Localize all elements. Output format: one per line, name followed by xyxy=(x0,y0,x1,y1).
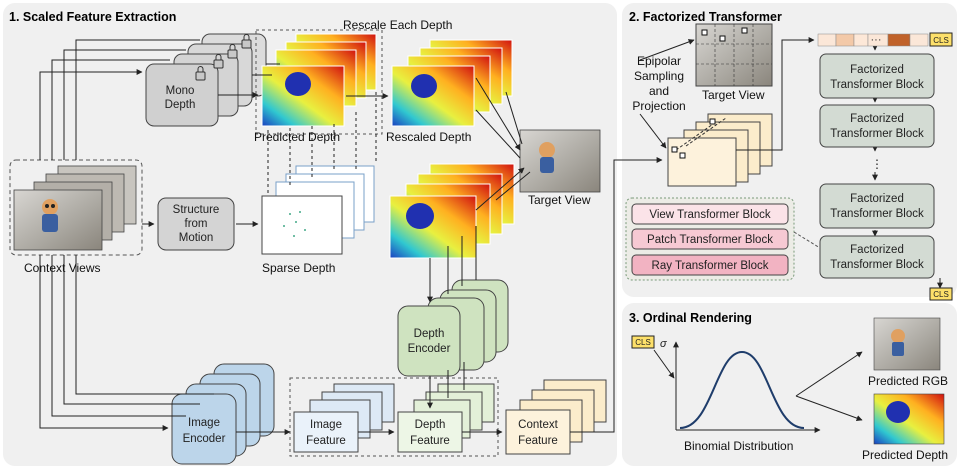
cls-token-ordinal xyxy=(631,335,655,349)
target-view-image xyxy=(519,129,601,193)
section-title-1: 1. Scaled Feature Extraction xyxy=(9,10,176,24)
features-dashed-group xyxy=(289,377,499,457)
svg-text:Patch Transformer Block: Patch Transformer Block xyxy=(647,234,773,246)
context-feature-stack: Context Feature xyxy=(505,379,607,455)
section-title-3: 3. Ordinal Rendering xyxy=(629,311,752,325)
context-feature-box xyxy=(505,409,571,455)
sparse-depth-label: Sparse Depth xyxy=(262,261,335,275)
svg-text:Factorized: Factorized xyxy=(850,113,904,125)
cls-token-ordinal-label: CLS xyxy=(635,338,651,347)
depth-feature-label-2: Feature xyxy=(410,435,450,447)
svg-text:Transformer Block: Transformer Block xyxy=(830,259,924,271)
predicted-depth-stack xyxy=(261,33,377,127)
context-view-stack xyxy=(13,165,137,251)
depth-feature-stack: Depth Feature xyxy=(397,383,495,453)
ray-transformer-block: Ray Transformer Block xyxy=(631,254,789,276)
svg-text:Factorized: Factorized xyxy=(850,193,904,205)
binomial-distribution-label: Binomial Distribution xyxy=(684,439,793,453)
panel2-connectors xyxy=(639,37,943,289)
cls-token-bottom-label: CLS xyxy=(933,290,949,299)
target-view-label: Target View xyxy=(528,193,591,207)
rescale-each-depth-label: Rescale Each Depth xyxy=(343,18,452,32)
depth-feature-box xyxy=(397,411,463,453)
context-feature-label-1: Context xyxy=(518,419,558,431)
factorized-block-1: Factorized Transformer Block xyxy=(819,53,935,99)
svg-text:Factorized: Factorized xyxy=(850,64,904,76)
predicted-rgb-image xyxy=(873,317,941,371)
patch-transformer-block: Patch Transformer Block xyxy=(631,228,789,250)
rescaled-depth-stack xyxy=(391,39,513,127)
sigma-label: σ xyxy=(660,338,667,350)
epipolar-label-3: and xyxy=(649,84,669,98)
depth-input-map xyxy=(389,195,477,259)
binomial-plot xyxy=(653,341,863,433)
mono-depth-label-1: Mono xyxy=(166,85,195,97)
depth-encoder-box xyxy=(397,305,461,377)
robot-figure-icon xyxy=(42,199,58,232)
lock-icon xyxy=(195,34,252,81)
predicted-rgb-label: Predicted RGB xyxy=(868,374,948,388)
vertical-ellipsis: ⋮ xyxy=(871,157,883,171)
depth-feature-label-1: Depth xyxy=(415,419,446,431)
image-encoder-label-2: Encoder xyxy=(183,433,226,445)
sparse-depth-stack xyxy=(261,165,375,255)
depth-encoder-stack: Depth Encoder xyxy=(397,279,509,377)
sparse-depth-map xyxy=(261,195,343,255)
panel1-connectors xyxy=(39,39,663,435)
sfm-label-2: from xyxy=(185,218,208,230)
epipolar-label-2: Sampling xyxy=(634,69,684,83)
projected-feature-stack xyxy=(667,113,773,187)
depth-encoder-label-1: Depth xyxy=(414,328,445,340)
predicted-depth-output xyxy=(873,393,945,445)
mono-depth-stack: Mono Depth xyxy=(145,33,267,127)
svg-text:Ray Transformer Block: Ray Transformer Block xyxy=(652,260,769,272)
image-feature-label-2: Feature xyxy=(306,435,346,447)
sfm-box xyxy=(157,197,235,251)
depth-encoder-label-2: Encoder xyxy=(408,343,451,355)
factorized-block-4: Factorized Transformer Block xyxy=(819,235,935,279)
epipolar-label-1: Epipolar xyxy=(637,54,681,68)
binomial-curve xyxy=(679,350,805,429)
rescale-dashed-group xyxy=(255,29,383,135)
target-view-grid-image xyxy=(695,23,773,87)
image-feature-stack: Image Feature xyxy=(293,383,395,453)
factorized-block-2: Factorized Transformer Block xyxy=(819,104,935,148)
rescaled-depth-map xyxy=(391,65,475,127)
svg-text:Factorized: Factorized xyxy=(850,244,904,256)
token-bar: ··· CLS xyxy=(817,32,953,47)
context-views-label: Context Views xyxy=(24,261,100,275)
sfm-label-3: Motion xyxy=(179,232,214,244)
svg-text:View Transformer Block: View Transformer Block xyxy=(649,209,770,221)
factorized-block-3: Factorized Transformer Block xyxy=(819,183,935,229)
token-dots: ··· xyxy=(871,34,882,46)
svg-text:Transformer Block: Transformer Block xyxy=(830,79,924,91)
sub-block-link xyxy=(793,231,821,249)
panel2-target-view-label: Target View xyxy=(702,88,765,102)
panel-ordinal-rendering xyxy=(622,303,957,466)
image-encoder-stack: Image Encoder xyxy=(171,363,275,465)
image-encoder-label-1: Image xyxy=(188,417,220,429)
svg-text:Transformer Block: Transformer Block xyxy=(830,208,924,220)
predicted-depth-output-label: Predicted Depth xyxy=(862,448,948,462)
epipolar-label-4: Projection xyxy=(632,99,685,113)
cls-token-top xyxy=(929,32,953,47)
image-feature-label-1: Image xyxy=(310,419,342,431)
svg-text:Transformer Block: Transformer Block xyxy=(830,128,924,140)
depth-input-stack xyxy=(389,163,515,259)
cls-token-bottom xyxy=(929,287,953,301)
mono-depth-label-2: Depth xyxy=(165,99,196,111)
rescaled-depth-label: Rescaled Depth xyxy=(386,130,471,144)
sfm-label-1: Structure xyxy=(173,204,220,216)
sparse-points xyxy=(283,211,306,237)
projected-feature-map xyxy=(667,137,737,187)
cls-token-top-label: CLS xyxy=(933,36,949,45)
view-transformer-block: View Transformer Block xyxy=(631,203,789,225)
context-feature-label-2: Feature xyxy=(518,435,558,447)
predicted-depth-label: Predicted Depth xyxy=(254,130,340,144)
section-title-2: 2. Factorized Transformer xyxy=(629,10,782,24)
